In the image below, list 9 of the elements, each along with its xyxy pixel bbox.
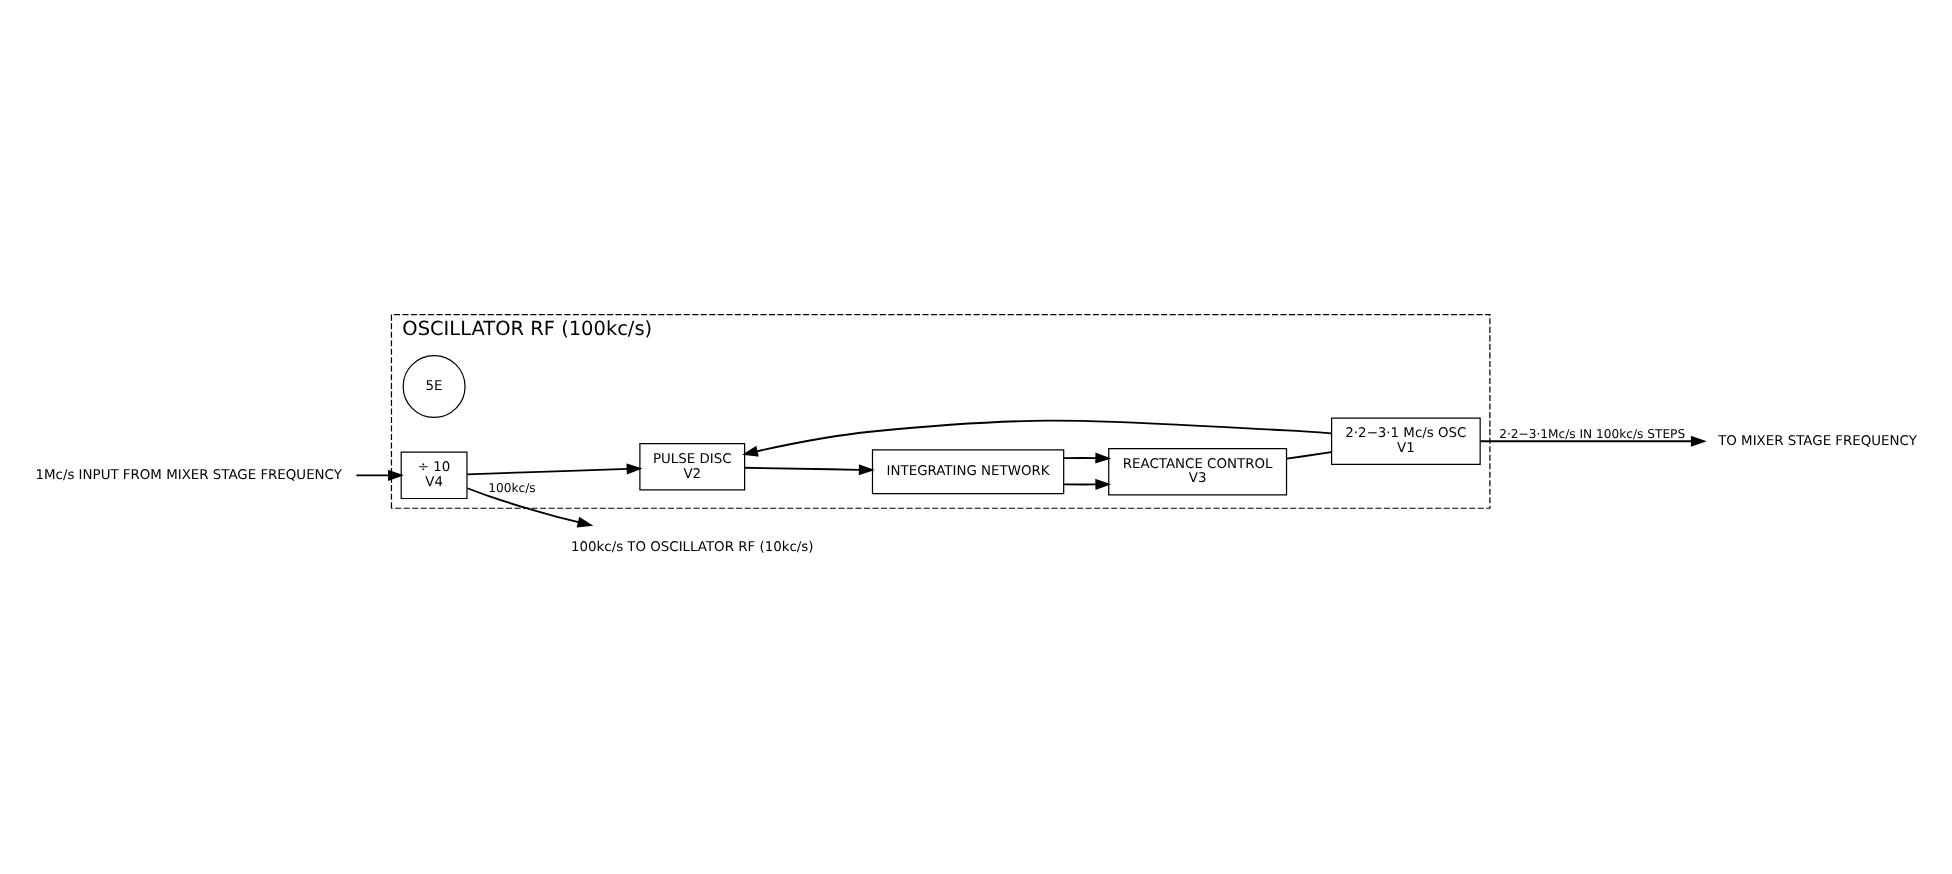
arrow [466, 463, 643, 476]
arrow [355, 469, 404, 481]
arrow [1063, 478, 1112, 490]
arrow [744, 464, 875, 476]
arrow [1479, 435, 1707, 447]
arrow [1063, 452, 1112, 464]
connector [1285, 451, 1333, 460]
arrow [466, 487, 594, 528]
arrow [742, 419, 1333, 457]
